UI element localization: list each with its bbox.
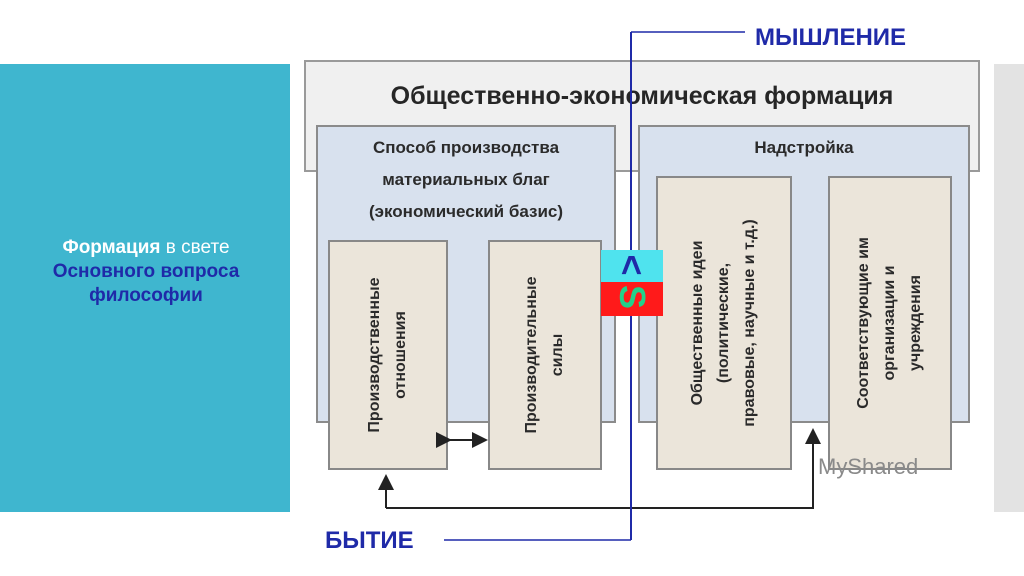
basis-title-line1: Способ производства: [372, 138, 560, 157]
sidebar-normal: в свете: [160, 237, 230, 258]
being-label: БЫТИЕ: [325, 527, 414, 554]
diagram-title: Общественно-экономическая формация: [390, 82, 894, 110]
box-production-relations: Производственные отношения: [328, 240, 448, 470]
s-symbol: S: [601, 282, 663, 316]
right-strip: [994, 64, 1024, 512]
sidebar-bold-2: Основного вопроса философии: [52, 261, 240, 306]
box-social-ideas: Общественные идеи (политические, правовы…: [656, 176, 792, 470]
box-productive-forces: Производительные силы: [488, 240, 602, 470]
watermark: MyShared: [818, 454, 919, 479]
basis-title-line3: (экономический базис): [368, 202, 564, 221]
formation-diagram: Общественно-экономическая формация Спосо…: [290, 56, 993, 516]
basis-title-line2: материальных благ: [382, 170, 550, 189]
thinking-label: МЫШЛЕНИЕ: [755, 24, 907, 51]
less-than-symbol: <: [601, 250, 663, 282]
superstructure-title: Надстройка: [754, 138, 854, 157]
left-panel: [0, 64, 290, 512]
feedback-arrow: [386, 428, 821, 509]
sidebar-text: Формация в свете Основного вопроса филос…: [20, 236, 272, 308]
box-organizations: Соответствующие им организации и учрежде…: [828, 176, 952, 470]
sidebar-bold-1: Формация: [62, 237, 161, 258]
